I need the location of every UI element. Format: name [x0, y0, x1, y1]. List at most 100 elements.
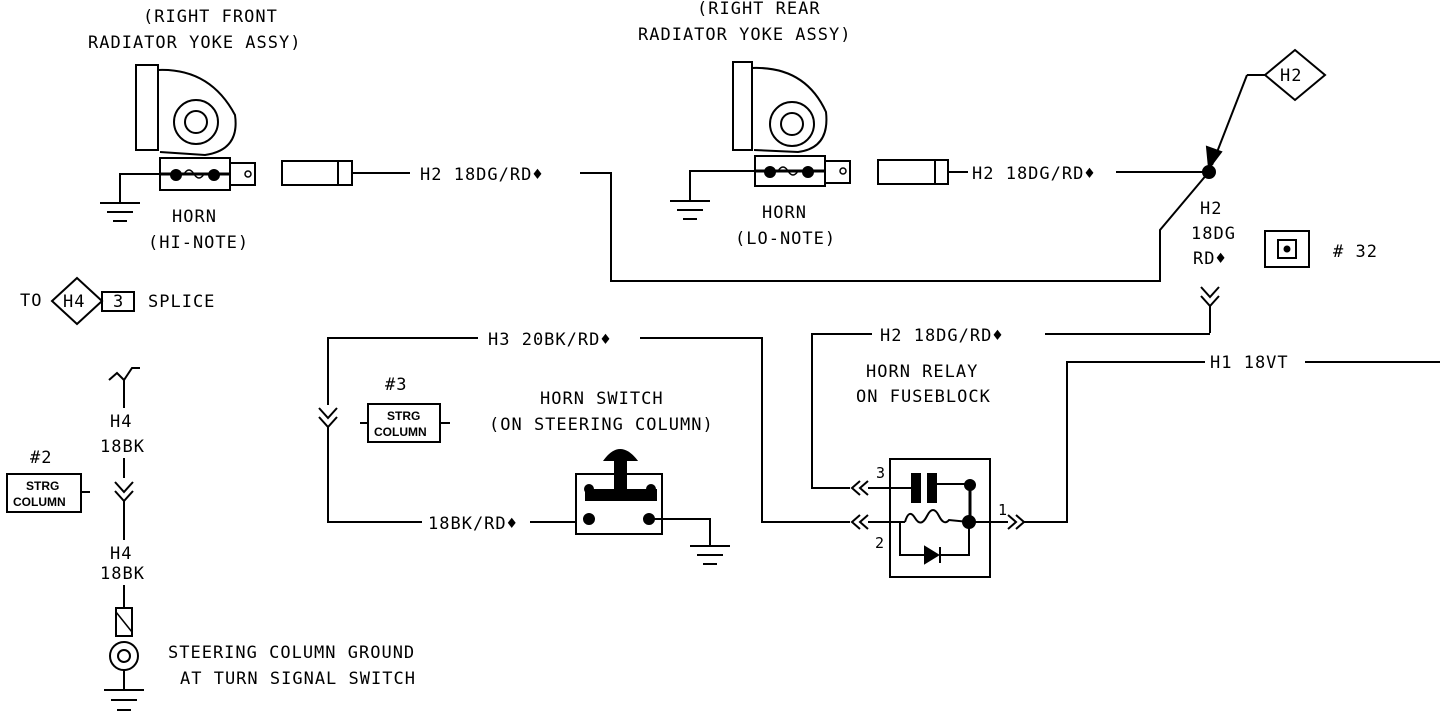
wire-label-h4-a-1: H4	[110, 412, 132, 432]
horn-lo-name: HORN	[762, 203, 807, 223]
ref-2-num: #2	[30, 448, 52, 468]
horn-hi-bell	[157, 68, 237, 157]
wire-label-h2-lo: H2 18DG/RD♦	[972, 164, 1096, 184]
horn-switch-contact-tl	[584, 484, 594, 494]
horn-switch	[575, 449, 663, 535]
horn-lo-ring-inner	[780, 112, 804, 136]
splice-num: 3	[113, 292, 124, 312]
ground-label-1: STEERING COLUMN GROUND	[168, 643, 415, 663]
horn-switch-contact-tr	[646, 484, 656, 494]
horn-lo-bell	[751, 66, 828, 154]
ref-32-inner	[1277, 239, 1297, 259]
horn-hi-ring-inner	[184, 110, 208, 134]
horn-lo-terminal-dot	[839, 167, 847, 175]
horn-lo-ground-lead	[689, 170, 755, 200]
chevron-h3-1	[318, 407, 338, 420]
relay-pin2-label: 2	[875, 534, 885, 552]
ref-32-label: # 32	[1333, 242, 1378, 262]
horn-switch-plunger-bar	[585, 489, 657, 501]
wire-sw-left	[327, 427, 422, 523]
wire-label-h2-vert-3: RD♦	[1193, 249, 1227, 269]
connector-h2-diamond	[1263, 48, 1327, 102]
wire-label-h4-a-2: 18BK	[100, 437, 145, 457]
connector-h4-diamond	[50, 276, 104, 326]
wire-label-h2-vert-1: H2	[1200, 199, 1222, 219]
horn-switch-contact-br	[643, 513, 655, 525]
horn-hi-ground-lead	[119, 173, 160, 202]
horn-lo-location-1: (RIGHT REAR	[697, 0, 821, 19]
horn-lo-location-2: RADIATOR YOKE ASSY)	[638, 25, 851, 45]
wire-label-h2-relay: H2 18DG/RD♦	[880, 326, 1004, 346]
horn-hi-contact-b	[208, 169, 220, 181]
horn-lo-ring-outer	[769, 101, 815, 147]
wire-h2-hi-route	[580, 172, 1209, 282]
wire-break-mark	[108, 367, 140, 382]
relay-diode-out	[940, 522, 970, 556]
horn-hi-location-1: (RIGHT FRONT	[143, 7, 278, 27]
horn-hi-name: HORN	[172, 207, 217, 227]
ground-label-2: AT TURN SIGNAL SWITCH	[180, 669, 416, 689]
relay-contact-b	[927, 473, 937, 503]
relay-pin1-label: 1	[998, 501, 1008, 519]
splice-to-label: TO	[20, 291, 42, 311]
ref-3-num: #3	[385, 375, 407, 395]
relay-pin2-chevron-2	[858, 514, 869, 530]
horn-switch-button	[602, 449, 639, 491]
horn-hi-coil	[183, 169, 205, 179]
horn-hi-ring-outer	[173, 99, 219, 145]
wire-h1-route	[1024, 361, 1205, 523]
horn-hi-terminal-dot	[244, 170, 252, 178]
horn-hi-body	[135, 64, 159, 151]
relay-pin2-chevron-1	[850, 514, 861, 530]
connector-h2-arrowhead	[1205, 145, 1223, 171]
relay-coil	[904, 509, 970, 524]
horn-hi-note: (HI-NOTE)	[148, 233, 249, 253]
wire-h3-to-relay	[652, 337, 850, 523]
connector-h4-label: H4	[63, 292, 85, 312]
horn-hi-note: (RIGHT FRONT RADIATOR YOKE ASSY) HORN (H…	[88, 7, 301, 253]
ref-32-box	[1264, 230, 1310, 268]
relay-pin3-label: 3	[876, 464, 886, 482]
wire-label-h4-b-1: H4	[110, 544, 132, 564]
wire-label-h2-hi: H2 18DG/RD♦	[420, 165, 544, 185]
relay-pin3-chevron-2	[858, 480, 869, 496]
splice-num-box	[101, 291, 135, 312]
wire-label-sw-out: 18BK/RD♦	[428, 514, 518, 534]
horn-relay-label-1: HORN RELAY	[866, 362, 978, 382]
inline-connector-hi	[281, 160, 353, 186]
ref-3-line1: STRG	[387, 409, 420, 423]
horn-switch-label-2: (ON STEERING COLUMN)	[489, 415, 714, 435]
ref-32-dot	[1283, 245, 1291, 253]
horn-lo-note: (LO-NOTE)	[735, 229, 836, 249]
connector-h2-label: H2	[1280, 66, 1302, 86]
relay-pin3-chevron-1	[850, 480, 861, 496]
ref-2-line2: COLUMN	[13, 495, 66, 509]
chevron-down-1	[1200, 286, 1220, 299]
wire-h3-route	[327, 337, 478, 405]
horn-switch-contact-bl	[583, 513, 595, 525]
relay-pin1-chevron-1	[1007, 514, 1018, 530]
wire-label-h1: H1 18VT	[1210, 353, 1289, 373]
wire-label-h4-b-2: 18BK	[100, 564, 145, 584]
horn-relay	[868, 458, 1008, 578]
horn-lo-contact-b	[802, 166, 814, 178]
wire-h2-relay-left	[811, 333, 872, 489]
ground-eyelet-sleeve	[115, 607, 133, 637]
horn-relay-label-2: ON FUSEBLOCK	[856, 387, 991, 407]
ground-eyelet-outer	[109, 641, 139, 671]
chevron-h4-1	[114, 481, 134, 494]
wire-label-h2-vert-2: 18DG	[1191, 224, 1236, 244]
horn-lo-coil	[777, 166, 799, 176]
horn-lo-body	[732, 61, 753, 151]
horn-lo-note: (RIGHT REAR RADIATOR YOKE ASSY) HORN (LO…	[638, 0, 851, 249]
inline-connector-lo	[877, 159, 949, 185]
horn-lo-contact-a	[764, 166, 776, 178]
wire-label-h3: H3 20BK/RD♦	[488, 330, 612, 350]
horn-hi-contact-a	[170, 169, 182, 181]
ground-eyelet-inner	[117, 649, 131, 663]
ground-eyelet-slash	[115, 611, 133, 633]
ref-2-line1: STRG	[26, 479, 59, 493]
ref-3-line2: COLUMN	[374, 425, 427, 439]
horn-hi-location-2: RADIATOR YOKE ASSY)	[88, 33, 301, 53]
